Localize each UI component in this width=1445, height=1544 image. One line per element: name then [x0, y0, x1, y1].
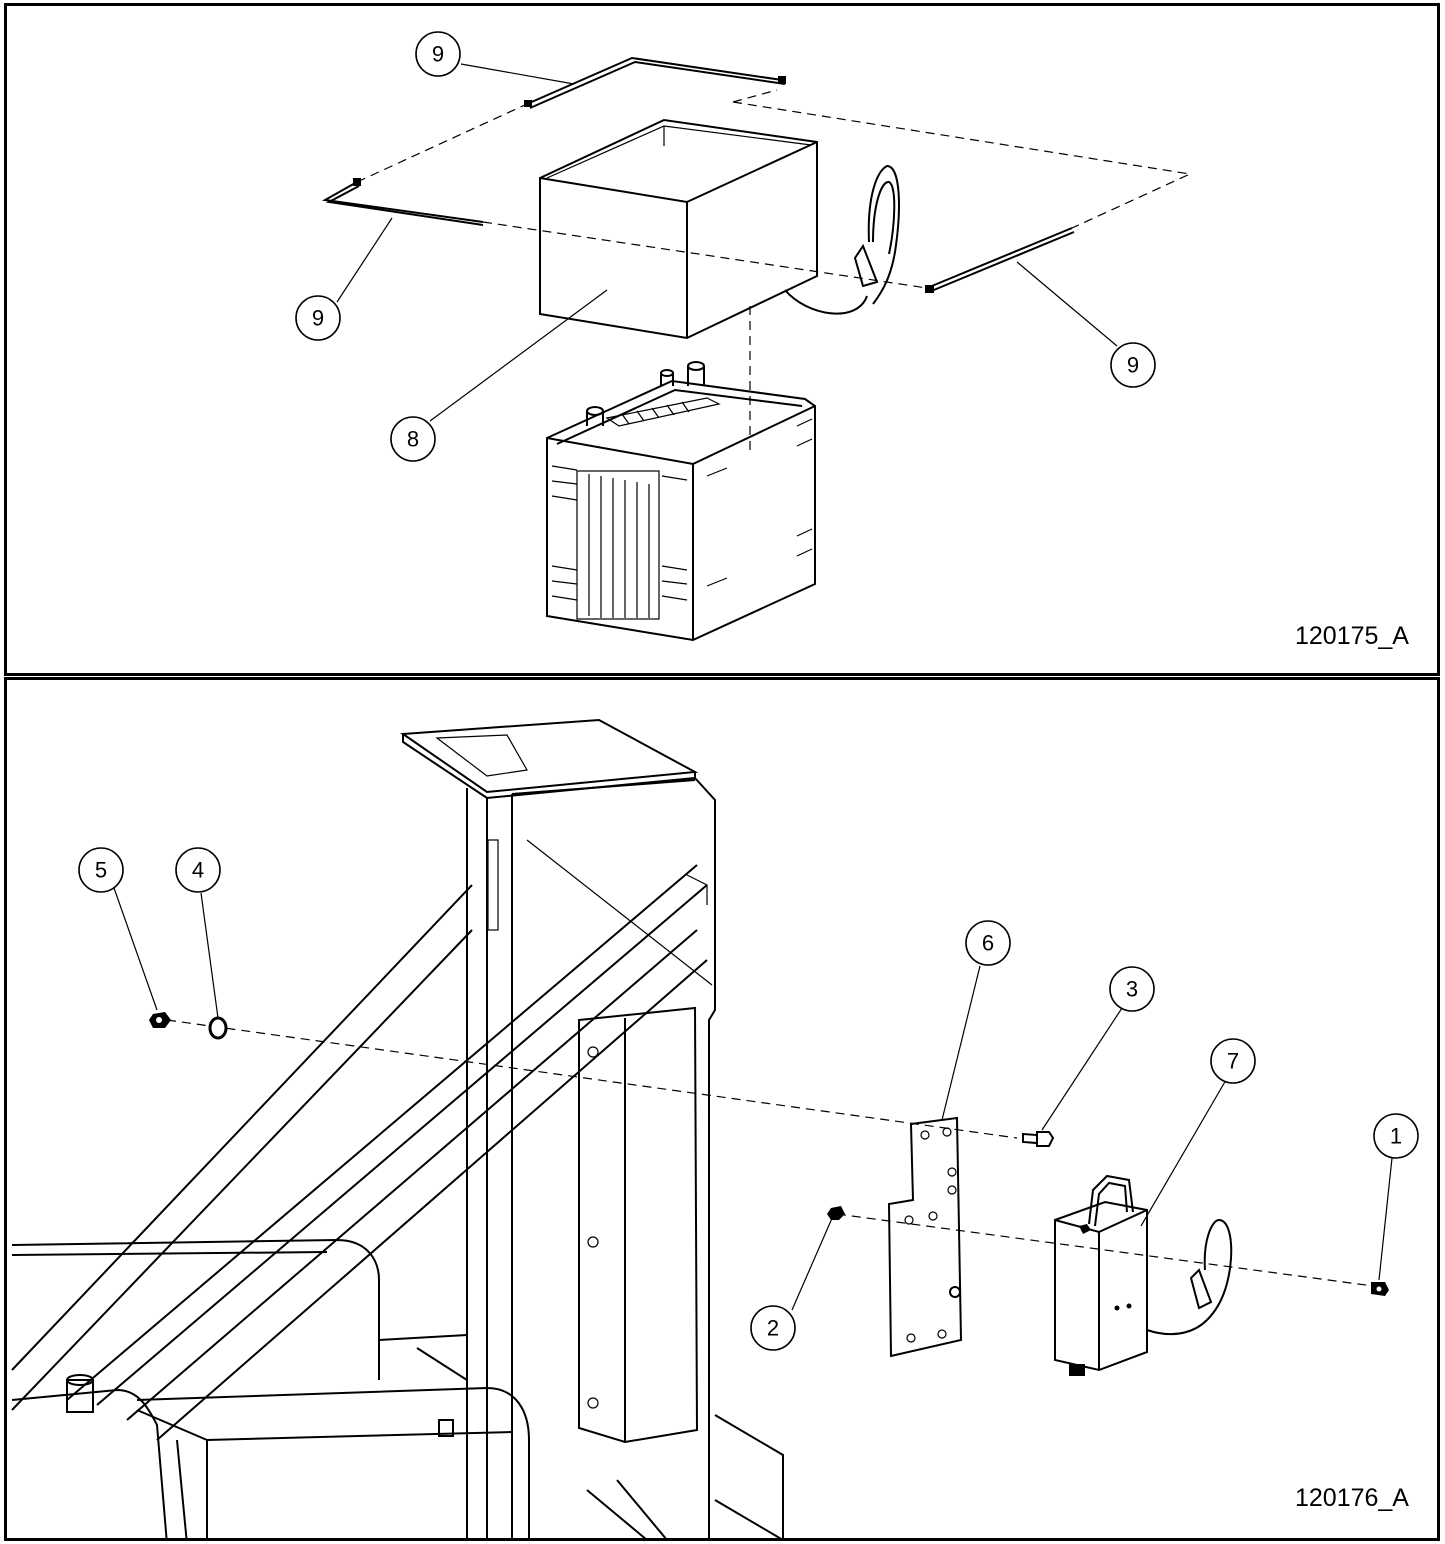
callout-9-left: 9	[295, 295, 341, 341]
charger-mount-exploded-view: 5 4 6 3 7 1 2 120176_A	[11, 718, 1419, 1538]
figure-id-top: 120175_A	[1295, 622, 1409, 650]
callout-7: 7	[1210, 1038, 1256, 1084]
svg-text:9: 9	[1127, 353, 1139, 378]
battery	[546, 361, 816, 642]
svg-text:2: 2	[767, 1316, 779, 1341]
callout-2: 2	[750, 1305, 796, 1351]
screw-1	[1371, 1282, 1389, 1296]
svg-text:5: 5	[95, 858, 107, 883]
battery-box-exploded-view: 9 9 8 9 120175_A	[295, 31, 1409, 650]
machine-frame	[11, 718, 784, 1538]
svg-text:4: 4	[192, 858, 204, 883]
svg-text:3: 3	[1126, 977, 1138, 1002]
callout-1: 1	[1373, 1113, 1419, 1159]
svg-text:9: 9	[432, 42, 444, 67]
callout-9-right: 9	[1110, 342, 1156, 388]
lock-nut-5	[149, 1012, 171, 1028]
svg-text:6: 6	[982, 931, 994, 956]
callout-8: 8	[390, 416, 436, 462]
figure-id-bottom: 120176_A	[1295, 1484, 1409, 1512]
battery-box	[539, 118, 818, 340]
nut-2	[827, 1206, 845, 1220]
hold-down-rod-left	[321, 178, 484, 226]
callout-4: 4	[175, 847, 221, 893]
box-heater-cord	[784, 164, 900, 315]
svg-text:7: 7	[1227, 1049, 1239, 1074]
alignment-line	[356, 103, 528, 183]
mounting-plate-6	[887, 1116, 963, 1358]
callout-6: 6	[965, 920, 1011, 966]
battery-box-figure-panel: 9 9 8 9 120175_A	[4, 3, 1440, 676]
callout-3: 3	[1109, 966, 1155, 1012]
charger-mount-figure-panel: 5 4 6 3 7 1 2 120176_A	[4, 677, 1440, 1541]
svg-text:1: 1	[1390, 1124, 1402, 1149]
battery-charger-7	[1054, 1174, 1233, 1376]
svg-text:8: 8	[407, 427, 419, 452]
hold-down-rod-right	[925, 227, 1075, 293]
hold-down-rod-back	[524, 56, 786, 109]
callout-5: 5	[78, 847, 124, 893]
svg-text:9: 9	[312, 306, 324, 331]
bolt-3	[1022, 1131, 1055, 1147]
washer-4	[208, 1016, 228, 1040]
callout-9-top: 9	[415, 31, 461, 77]
